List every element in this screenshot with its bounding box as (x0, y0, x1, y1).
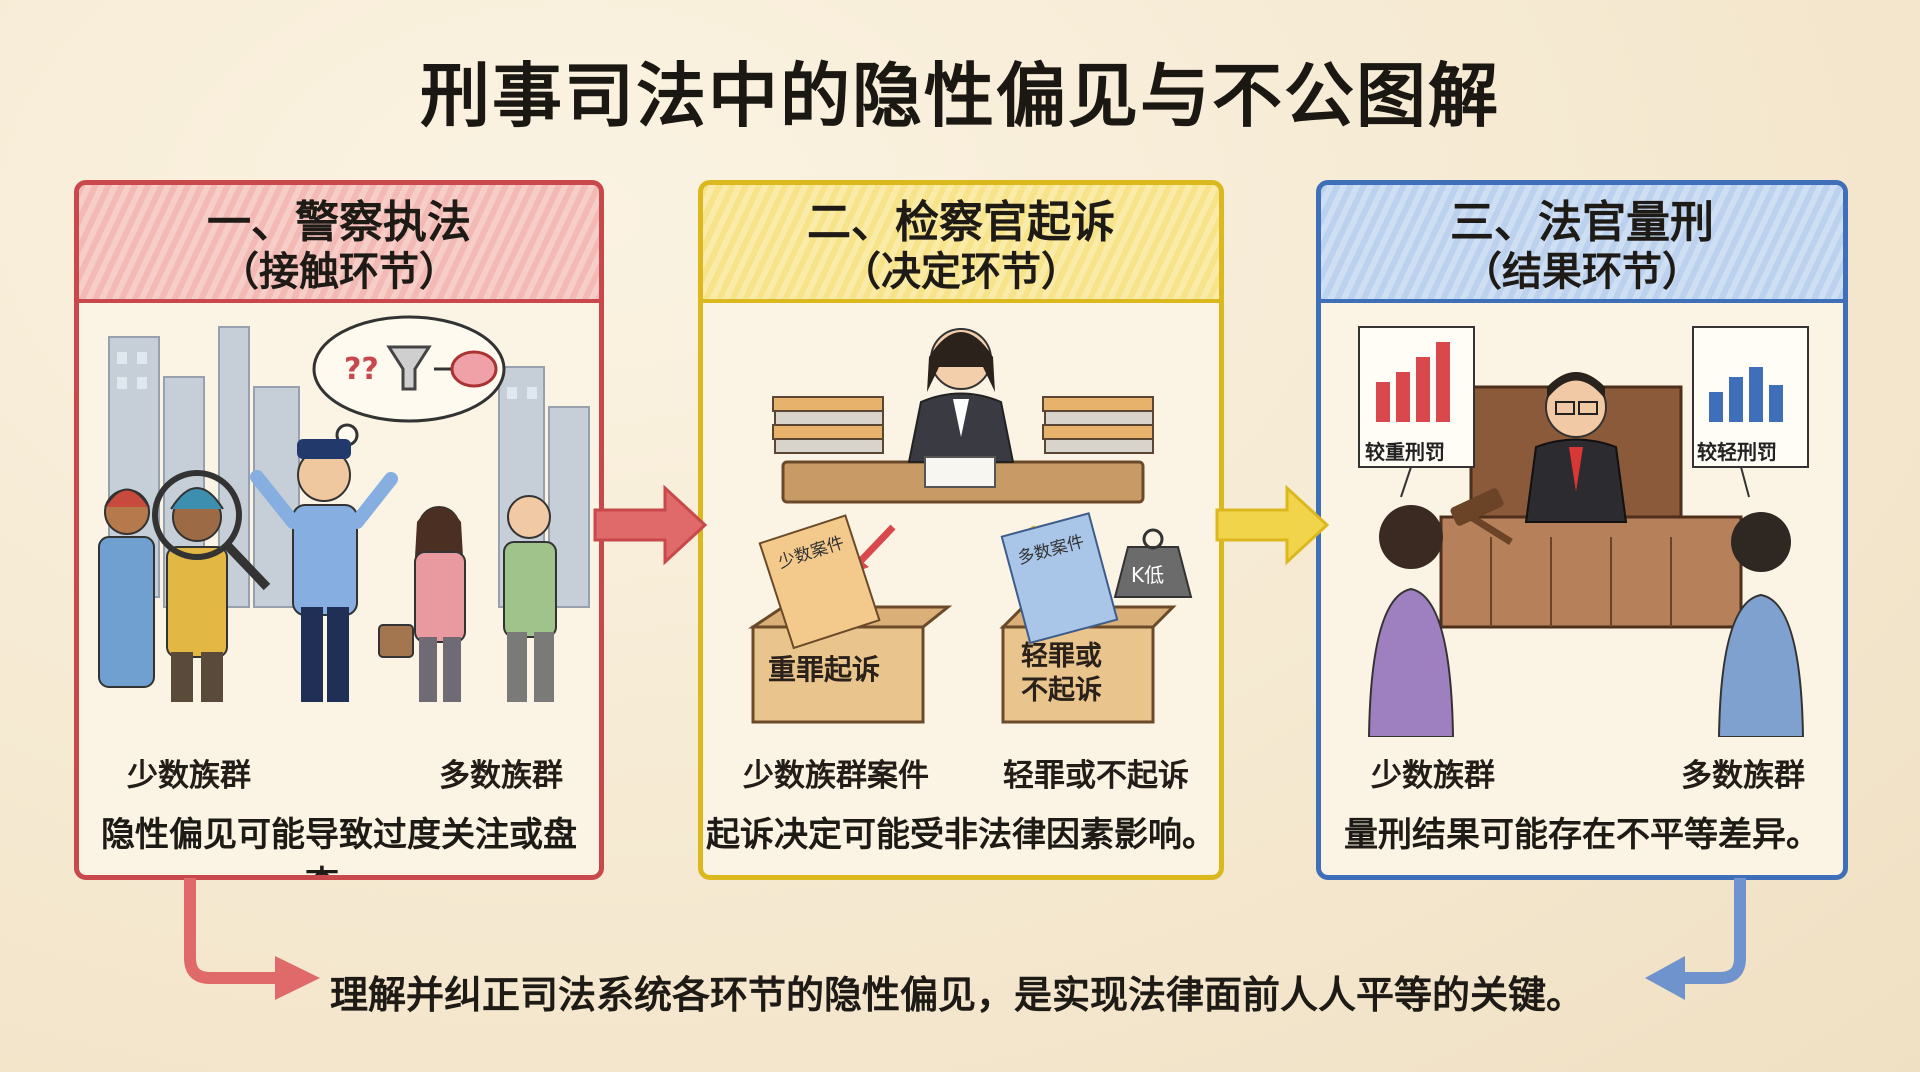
label-majority: 多数族群 (1681, 758, 1805, 794)
panel-header: 三、法官量刑 （结果环节） (1321, 185, 1843, 303)
label-misdemeanor: 轻罪或不起诉 (1003, 758, 1189, 794)
panel-judge: 三、法官量刑 （结果环节） 较重刑罚 较轻刑罚 (1316, 180, 1848, 880)
panel-caption: 量刑结果可能存在不平等差异。 (1344, 815, 1820, 855)
weight-label: K低 (1131, 563, 1164, 587)
box-misdemeanor-label-2: 不起诉 (1021, 675, 1102, 706)
panel-heading: 一、警察执法 (207, 197, 471, 248)
arrow-bend-blue-icon (1645, 878, 1746, 1000)
label-minority: 少数族群 (127, 758, 251, 794)
box-misdemeanor-label-1: 轻罪或 (1021, 641, 1102, 672)
panel-subheading: （接触环节） (219, 249, 459, 295)
doc-light-sentence: 较轻刑罚 (1697, 440, 1777, 464)
label-minority: 少数族群 (1371, 758, 1495, 794)
panel-subheading: （决定环节） (841, 249, 1081, 295)
panel-heading: 二、检察官起诉 (807, 197, 1115, 248)
label-minority-cases: 少数族群案件 (743, 758, 929, 794)
label-majority: 多数族群 (439, 758, 563, 794)
panel-prosecutor: 二、检察官起诉 （决定环节） 少数案件 重罪起诉 (698, 180, 1224, 880)
doc-heavy-sentence: 较重刑罚 (1365, 440, 1445, 464)
svg-text:??: ?? (344, 352, 379, 387)
arrow-bend-red-icon (184, 878, 320, 1000)
arrow-right-red-icon (593, 484, 708, 566)
prosecutor-scene-illustration: 少数案件 重罪起诉 多数案件 轻罪或 不起诉 K低 (748, 328, 1193, 724)
arrow-right-yellow-icon (1215, 484, 1330, 566)
judge-scene-illustration: 较重刑罚 较轻刑罚 (1358, 326, 1809, 737)
page-title: 刑事司法中的隐性偏见与不公图解 (420, 55, 1500, 137)
panel-header: 一、警察执法 （接触环节） (79, 185, 599, 303)
panel-police: 一、警察执法 （接触环节） ?? (74, 180, 604, 880)
panel-header: 二、检察官起诉 （决定环节） (703, 185, 1219, 303)
police-scene-illustration: ?? (98, 315, 590, 702)
panel-caption: 隐性偏见可能导致过度关注或盘查。 (101, 815, 577, 875)
panel-caption: 起诉决定可能受非法律因素影响。 (706, 815, 1216, 855)
conclusion-text: 理解并纠正司法系统各环节的隐性偏见，是实现法律面前人人平等的关键。 (330, 973, 1585, 1017)
panel-subheading: （结果环节） (1462, 249, 1702, 295)
box-felony-label: 重罪起诉 (768, 653, 880, 686)
panel-heading: 三、法官量刑 (1450, 197, 1714, 248)
